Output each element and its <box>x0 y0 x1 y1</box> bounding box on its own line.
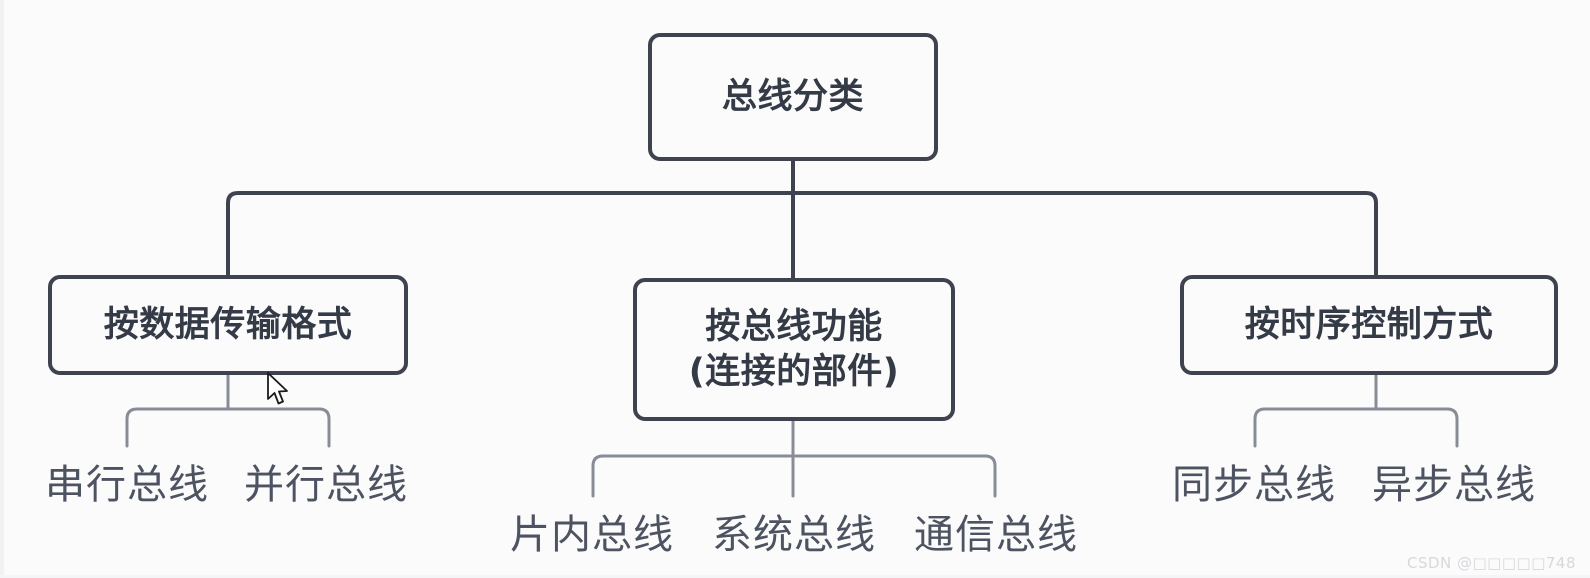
leaf-synchronous-bus[interactable]: 同步总线 <box>1172 462 1336 508</box>
node-label-line2: (连接的部件) <box>688 351 900 392</box>
watermark-text: CSDN @□□□□□748 <box>1406 554 1576 572</box>
leaf-serial-bus[interactable]: 串行总线 <box>45 462 209 508</box>
bracket-middle <box>591 454 997 498</box>
node-label-line1: 按数据传输格式 <box>103 304 353 345</box>
leaf-on-chip-bus[interactable]: 片内总线 <box>510 512 674 558</box>
node-label-line1: 按时序控制方式 <box>1244 304 1494 345</box>
node-root-label: 总线分类 <box>721 76 864 117</box>
arrow-pointer-icon <box>267 372 288 405</box>
bracket-left <box>125 407 331 448</box>
node-by-bus-function[interactable]: 按总线功能 (连接的部件) <box>633 278 955 421</box>
leaf-parallel-bus[interactable]: 并行总线 <box>244 462 408 508</box>
bracket-right <box>1253 407 1459 448</box>
leaf-system-bus[interactable]: 系统总线 <box>712 512 876 558</box>
leaf-communication-bus[interactable]: 通信总线 <box>914 512 1078 558</box>
connector-main-bar <box>226 191 1378 277</box>
node-label-line1: 按总线功能 <box>705 306 883 347</box>
node-by-data-transfer-format[interactable]: 按数据传输格式 <box>48 275 408 375</box>
node-by-timing-control[interactable]: 按时序控制方式 <box>1180 275 1558 375</box>
node-root[interactable]: 总线分类 <box>648 33 938 161</box>
leaf-asynchronous-bus[interactable]: 异步总线 <box>1372 462 1536 508</box>
